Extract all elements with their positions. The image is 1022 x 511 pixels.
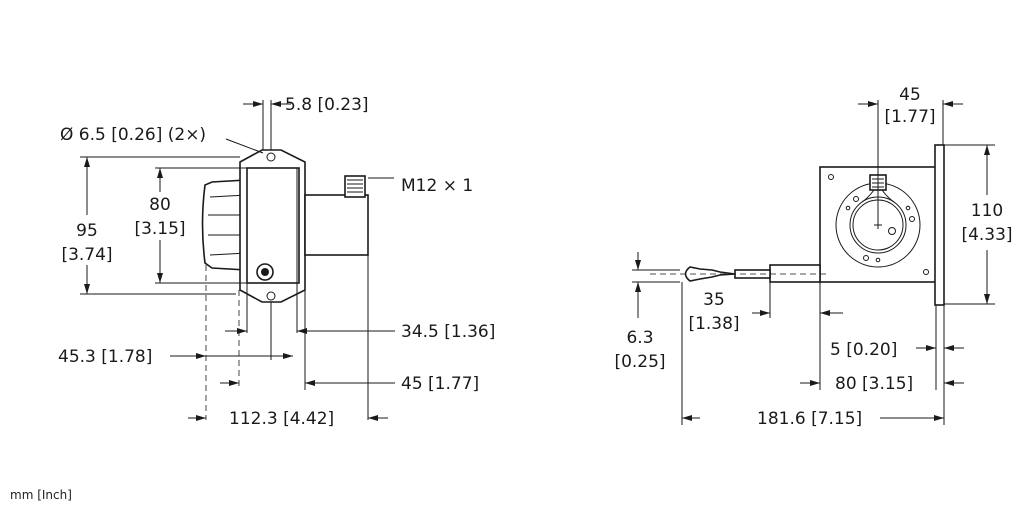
dim-height-outer-in: [3.74] (61, 245, 112, 265)
dim-total: 112.3 [4.42] (229, 409, 334, 429)
cylinder-housing (304, 194, 369, 256)
cable-guide (769, 264, 821, 283)
dim-body: 80 [3.15] (835, 374, 913, 394)
mounting-hole (266, 152, 276, 162)
dim-hole-spacing: 5.8 [0.23] (285, 95, 369, 115)
dim-hub: 45.3 [1.78] (58, 347, 152, 367)
dim-height-in: [4.33] (961, 225, 1012, 245)
dim-total: 181.6 [7.15] (757, 409, 862, 429)
connector-label: M12 × 1 (401, 176, 473, 196)
dim-body: 45 [1.77] (401, 374, 479, 394)
sensor-side-body (201, 149, 369, 303)
dim-plate: 5 [0.20] (830, 340, 897, 360)
dim-height: 110 (971, 201, 1003, 221)
dim-guide-in: [1.38] (688, 314, 739, 334)
dim-height-inner-in: [3.15] (134, 219, 185, 239)
units-note: mm [Inch] (10, 488, 72, 502)
m12-connector (344, 175, 366, 198)
dim-guide: 35 (703, 290, 725, 310)
dim-connector-offset-in: [1.77] (884, 107, 935, 127)
front-view: 45 [1.77] 110 [4.33] 6.3 [0.25] 35 [1.38… (614, 85, 1012, 429)
hole-label: Ø 6.5 [0.26] (2×) (60, 125, 206, 145)
dim-cable-offset: 6.3 (626, 328, 653, 348)
dim-cable-offset-in: [0.25] (614, 352, 665, 372)
dim-connector-offset: 45 (899, 85, 921, 105)
dim-height-inner: 80 (149, 195, 171, 215)
mounting-hole (266, 291, 276, 301)
mounting-plate (934, 144, 945, 306)
dim-height-outer: 95 (76, 221, 98, 241)
dim-flange: 34.5 [1.36] (401, 322, 495, 342)
side-view: 5.8 [0.23] Ø 6.5 [0.26] (2×) M12 × 1 95 … (58, 95, 495, 429)
